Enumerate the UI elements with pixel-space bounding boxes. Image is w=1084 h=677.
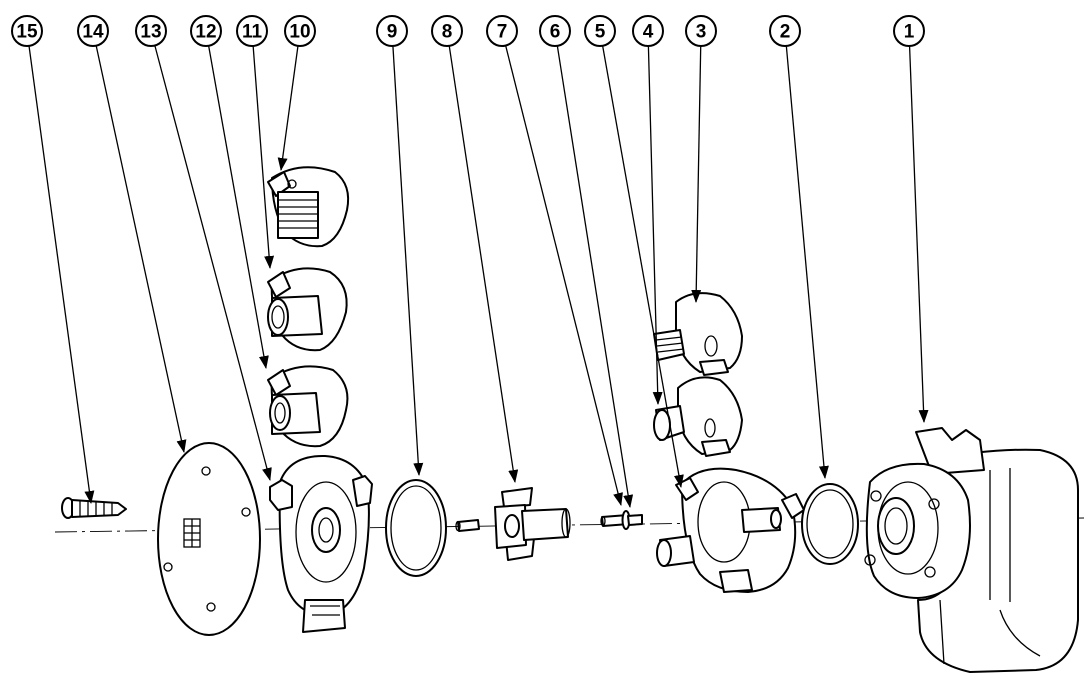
part-5-pump-housing — [656, 467, 805, 593]
callout-circle-4 — [632, 15, 664, 47]
part-1-motor-housing — [864, 427, 1079, 673]
leader-line-7 — [505, 45, 623, 506]
callout-layer: 15 14 13 12 11 10 9 8 7 6 5 4 3 2 1 — [11, 15, 929, 508]
callout-circle-15 — [11, 15, 43, 47]
callout-circle-5 — [584, 15, 616, 47]
callout-label-15: 15 — [16, 22, 38, 43]
callout-circle-1 — [893, 15, 925, 47]
callout-label-5: 5 — [595, 22, 606, 43]
leader-line-1 — [908, 45, 929, 423]
callout-label-7: 7 — [497, 22, 508, 43]
part-4-valve-body — [653, 376, 743, 457]
callout-label-11: 11 — [242, 22, 263, 43]
part-3-valve-body — [653, 292, 743, 376]
cover-plate-vent-grid — [183, 518, 201, 548]
part-13-end-housing — [269, 454, 373, 633]
leader-line-15 — [28, 45, 95, 504]
part-8-impeller — [494, 487, 571, 561]
callout-circle-9 — [376, 15, 408, 47]
leader-line-5 — [601, 45, 684, 488]
leader-line-3 — [691, 45, 702, 303]
callout-label-14: 14 — [82, 22, 104, 43]
drive-pin — [455, 519, 480, 532]
leader-line-14 — [95, 45, 187, 453]
part-10-threaded-port — [267, 166, 350, 248]
callout-circle-11 — [236, 15, 268, 47]
callout-label-10: 10 — [289, 22, 310, 43]
callout-label-1: 1 — [904, 22, 915, 43]
leader-line-11 — [252, 45, 275, 269]
leader-line-9 — [392, 45, 424, 476]
part-14-cover-plate — [157, 442, 261, 636]
callout-label-6: 6 — [550, 22, 561, 43]
callout-label-13: 13 — [140, 22, 161, 43]
leader-line-12 — [207, 45, 269, 369]
part-2-o-ring — [801, 483, 859, 565]
leader-line-10 — [277, 45, 299, 171]
callout-circle-14 — [77, 15, 109, 47]
part-9-o-ring — [385, 479, 447, 577]
leader-line-8 — [448, 45, 519, 483]
part-11-hose-port — [267, 267, 348, 352]
callout-circle-10 — [284, 15, 316, 47]
callout-circle-13 — [135, 15, 167, 47]
part-15-screw — [61, 497, 127, 519]
callout-circle-8 — [431, 15, 463, 47]
callout-circle-6 — [539, 15, 571, 47]
part-12-elbow-port — [267, 365, 349, 448]
callout-label-4: 4 — [643, 22, 654, 43]
leader-line-6 — [556, 45, 634, 508]
leader-line-4 — [647, 45, 663, 405]
callout-label-2: 2 — [780, 22, 791, 43]
part-6-washer — [621, 510, 643, 530]
callout-label-12: 12 — [195, 22, 216, 43]
callout-circle-2 — [769, 15, 801, 47]
callout-circle-12 — [190, 15, 222, 47]
callout-circle-3 — [685, 15, 717, 47]
callout-circle-7 — [486, 15, 518, 47]
leader-line-2 — [785, 45, 829, 479]
leader-line-13 — [154, 45, 272, 481]
callout-label-8: 8 — [442, 22, 453, 43]
callout-label-9: 9 — [387, 22, 398, 43]
callout-label-3: 3 — [696, 22, 707, 43]
